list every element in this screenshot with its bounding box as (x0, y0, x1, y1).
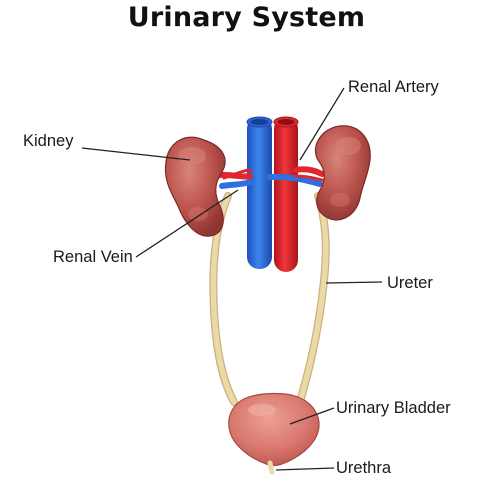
leader-urethra (276, 468, 334, 470)
vena-cava (247, 117, 272, 269)
kidney-right (315, 126, 370, 220)
urethra (270, 463, 272, 472)
ureter-right (300, 196, 326, 402)
label-urethra: Urethra (336, 459, 391, 478)
leader-ureter (326, 282, 382, 283)
renal-vessels-left (218, 170, 250, 186)
kidney-left (165, 137, 225, 236)
aorta (274, 117, 298, 272)
label-renal-artery: Renal Artery (348, 78, 439, 97)
label-kidney: Kidney (23, 132, 73, 151)
label-renal-vein: Renal Vein (53, 248, 133, 267)
label-urinary-bladder: Urinary Bladder (336, 399, 451, 418)
label-ureter: Ureter (387, 274, 433, 293)
urinary-bladder (229, 394, 319, 466)
